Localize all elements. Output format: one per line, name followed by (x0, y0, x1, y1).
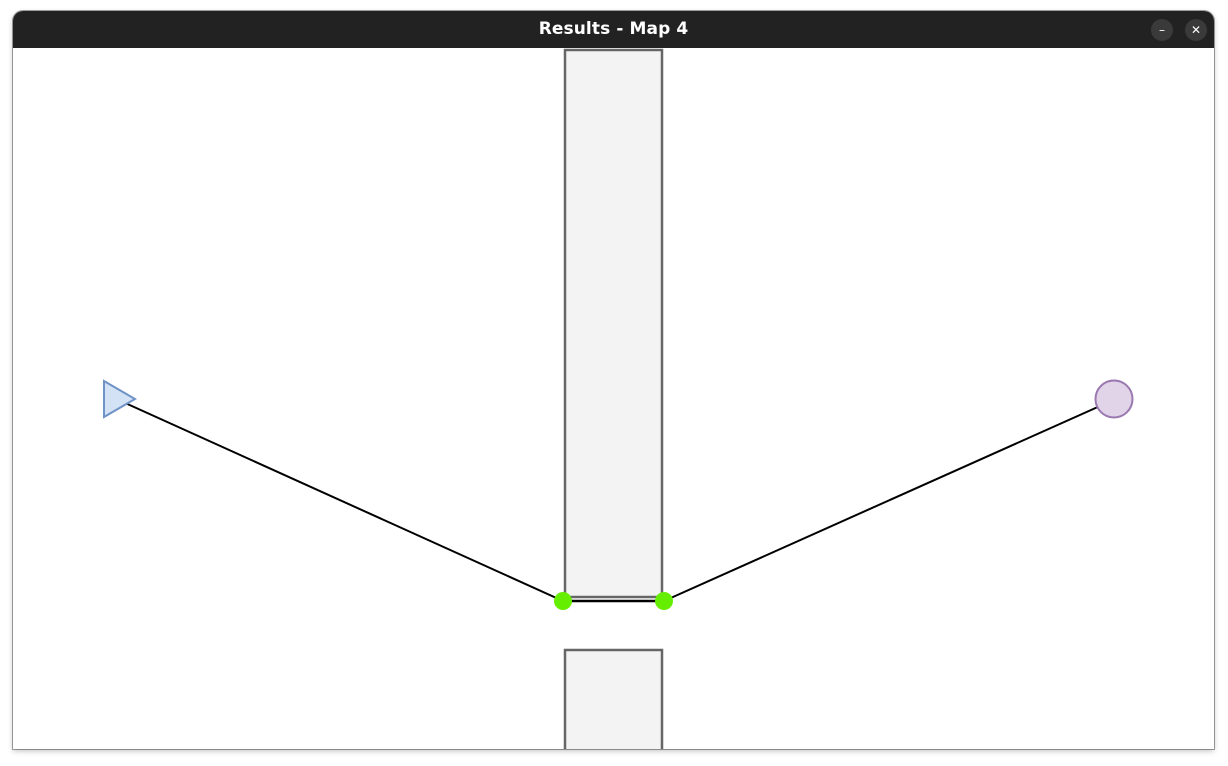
map-canvas (13, 48, 1214, 749)
close-button[interactable]: ✕ (1185, 19, 1207, 41)
path-segment (663, 405, 1101, 602)
minimize-icon: – (1159, 23, 1165, 37)
minimize-button[interactable]: – (1151, 19, 1173, 41)
results-window: Results - Map 4 – ✕ (13, 11, 1214, 749)
path-segment (122, 401, 564, 602)
waypoint-dot-icon (655, 592, 673, 610)
title-bar[interactable]: Results - Map 4 – ✕ (13, 11, 1214, 48)
window-title: Results - Map 4 (538, 19, 689, 39)
goal-circle-icon (1094, 379, 1134, 419)
close-icon: ✕ (1190, 23, 1202, 37)
waypoint-dot-icon (554, 592, 572, 610)
obstacle-top (563, 48, 664, 599)
start-triangle-icon (103, 379, 137, 419)
obstacle-bottom (563, 648, 664, 749)
map-view (103, 48, 1134, 749)
